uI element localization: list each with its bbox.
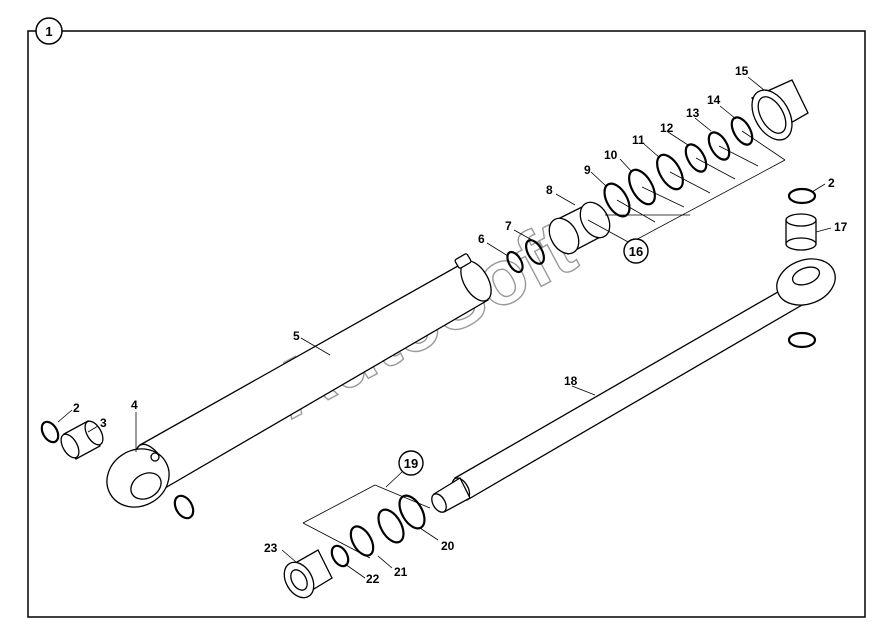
ring-12	[684, 143, 708, 173]
ring-21	[377, 508, 405, 544]
leader-lines	[57, 76, 832, 579]
ring-9	[603, 182, 631, 218]
label-2-right: 2	[828, 176, 835, 190]
label-9: 9	[584, 163, 591, 177]
ring-11	[656, 153, 684, 191]
ring-6	[506, 250, 524, 274]
nut-23	[283, 549, 333, 599]
callout-bracket-16	[587, 130, 786, 244]
part-labels: 2 3 4 5 6 7 8 9 10 11 12 13 14 15 2 17 1…	[73, 64, 848, 586]
label-13: 13	[686, 106, 700, 120]
ring-7	[525, 239, 545, 265]
label-12: 12	[660, 121, 674, 135]
ring-2-right-top	[787, 187, 817, 205]
label-10: 10	[604, 148, 618, 162]
label-3: 3	[100, 416, 107, 430]
ring-10	[628, 168, 656, 206]
label-23: 23	[264, 541, 278, 555]
ring-13	[707, 131, 731, 161]
callout-16: 16	[623, 238, 649, 264]
ring-21b	[349, 525, 375, 557]
ring-20	[398, 494, 426, 530]
figure-number: 1	[45, 24, 52, 39]
diagram-frame	[27, 30, 866, 618]
label-16: 16	[629, 244, 643, 259]
label-15: 15	[735, 64, 749, 78]
bushing-17	[785, 213, 817, 251]
label-21: 21	[394, 565, 408, 579]
label-20: 20	[441, 539, 455, 553]
ring-2-left	[40, 420, 60, 444]
callout-bracket-19	[302, 470, 431, 559]
label-4: 4	[131, 398, 138, 412]
label-6: 6	[478, 232, 485, 246]
ring-eye-bottom	[173, 494, 195, 520]
label-5: 5	[293, 329, 300, 343]
label-8: 8	[546, 183, 553, 197]
label-17: 17	[834, 220, 848, 234]
callout-19: 19	[398, 450, 424, 476]
label-18: 18	[564, 374, 578, 388]
gland-15	[751, 79, 809, 141]
figure-number-badge: 1	[35, 17, 63, 45]
ring-2-right-bottom	[787, 331, 817, 349]
label-11: 11	[632, 133, 645, 147]
ring-22	[330, 544, 350, 568]
cylinder-barrel	[106, 253, 492, 508]
label-19: 19	[404, 456, 418, 471]
label-22: 22	[366, 572, 380, 586]
label-2-left: 2	[73, 401, 80, 415]
label-7: 7	[505, 219, 512, 233]
piston-8	[548, 201, 611, 255]
piston-rod	[431, 258, 836, 513]
label-14: 14	[707, 93, 721, 107]
